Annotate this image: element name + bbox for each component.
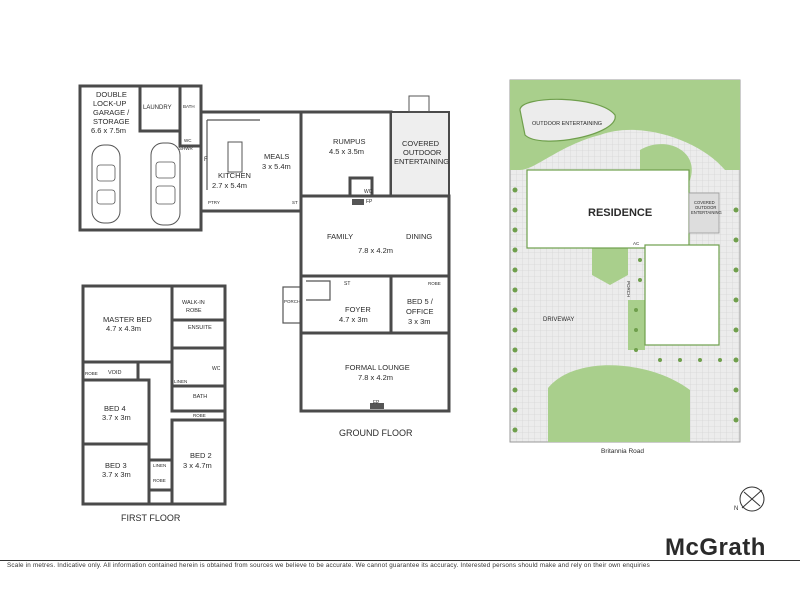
wc-small-label: WC	[184, 138, 192, 143]
first-floor-caption: FIRST FLOOR	[121, 513, 181, 523]
rumpus-label: RUMPUS	[333, 137, 366, 146]
wc-label: WC	[364, 189, 373, 195]
residence-building	[526, 169, 690, 249]
outdoor-entertaining-label: OUTDOOR ENTERTAINING	[532, 121, 603, 127]
brand-logo: McGrath	[665, 534, 766, 561]
site-plan	[509, 79, 765, 512]
fp-label: FP	[366, 199, 373, 205]
ac-label: AC	[633, 241, 640, 246]
foyer-label: FOYER	[345, 305, 371, 314]
site-covered-l1: COVERED	[694, 200, 715, 205]
bed5-dim: 3 x 3m	[408, 317, 431, 326]
bed2-label: BED 2	[190, 451, 212, 460]
lawn-area	[592, 244, 628, 285]
linen2-label: LINEN	[153, 463, 167, 468]
bed2-dim: 3 x 4.7m	[183, 461, 212, 470]
formal-lounge-room	[299, 331, 451, 413]
covered-label-l2: OUTDOOR	[403, 148, 442, 157]
driveway-label: DRIVEWAY	[543, 317, 575, 323]
robe2-label: ROBE	[193, 413, 206, 418]
porch-site-label: PORCH	[626, 281, 631, 298]
st-label: ST	[292, 200, 298, 205]
garage-label-l1: DOUBLE	[96, 90, 127, 99]
shwr-label: SHWR	[179, 146, 193, 151]
formal-dim: 7.8 x 4.2m	[358, 373, 394, 382]
linen-label: LINEN	[174, 379, 188, 384]
site-covered-l3: ENTERTAINING	[691, 210, 722, 215]
laundry-label: LAUNDRY	[143, 105, 172, 111]
bed5-label-l1: BED 5 /	[407, 297, 433, 306]
dining-label: DINING	[406, 232, 433, 241]
robe3-label: ROBE	[153, 478, 166, 483]
garage-label-l3: GARAGE /	[93, 108, 130, 117]
footer-divider	[0, 560, 800, 561]
family-label: FAMILY	[327, 232, 354, 241]
bed3-label: BED 3	[105, 461, 127, 470]
fp2-label: FP	[373, 400, 380, 406]
foyer-dim: 4.7 x 3m	[339, 315, 368, 324]
ground-floor-plan	[78, 84, 451, 413]
site-covered-l2: OUTDOOR	[695, 205, 717, 210]
f-label: F	[204, 157, 208, 163]
void-label: VOID	[108, 370, 122, 376]
walkin-label-l2: ROBE	[186, 308, 202, 314]
lawn-area	[628, 300, 645, 350]
bath-ff-label: BATH	[193, 394, 208, 400]
bed4-label: BED 4	[104, 404, 126, 413]
road-label: Britannia Road	[601, 448, 644, 455]
garage-label-l2: LOCK-UP	[93, 99, 127, 108]
bath-small-label: BATH	[183, 104, 195, 109]
kitchen-dim: 2.7 x 5.4m	[212, 181, 248, 190]
ensuite-label: ENSUITE	[188, 325, 212, 331]
walkin-label-l1: WALK-IN	[182, 300, 205, 306]
st2-label: ST	[344, 281, 351, 287]
garage-dim: 6.6 x 7.5m	[91, 126, 127, 135]
robe1-label: ROBE	[85, 371, 98, 376]
family-dim: 7.8 x 4.2m	[358, 246, 394, 255]
robe-label: ROBE	[428, 281, 441, 286]
ground-floor-caption: GROUND FLOOR	[339, 428, 413, 438]
bed4-dim: 3.7 x 3m	[102, 413, 131, 422]
meals-label: MEALS	[264, 152, 290, 161]
car-icon	[150, 142, 181, 226]
master-dim: 4.7 x 4.3m	[106, 324, 142, 333]
compass-icon	[739, 486, 765, 512]
garage-label-l4: STORAGE	[93, 117, 130, 126]
meals-dim: 3 x 5.4m	[262, 162, 291, 171]
lawn-area	[548, 365, 690, 442]
rumpus-dim: 4.5 x 3.5m	[329, 147, 365, 156]
first-floor-plan	[81, 284, 227, 506]
hedge-row	[512, 187, 739, 433]
formal-label: FORMAL LOUNGE	[345, 363, 410, 372]
residence-label: RESIDENCE	[588, 207, 653, 219]
car-icon	[91, 144, 121, 224]
footer-disclaimer: Scale in metres. Indicative only. All in…	[7, 562, 650, 569]
master-label: MASTER BED	[103, 315, 152, 324]
ptry-label: PTRY	[208, 200, 220, 205]
porch-label: PORCH	[284, 299, 301, 304]
covered-label-l1: COVERED	[402, 139, 440, 148]
wc-ff-label: WC	[212, 366, 221, 372]
compass-n-label: N	[734, 506, 739, 512]
bed3-dim: 3.7 x 3m	[102, 470, 131, 479]
bed5-label-l2: OFFICE	[406, 307, 434, 316]
covered-label-l3: ENTERTAINING	[394, 157, 450, 166]
kitchen-label: KITCHEN	[218, 171, 251, 180]
